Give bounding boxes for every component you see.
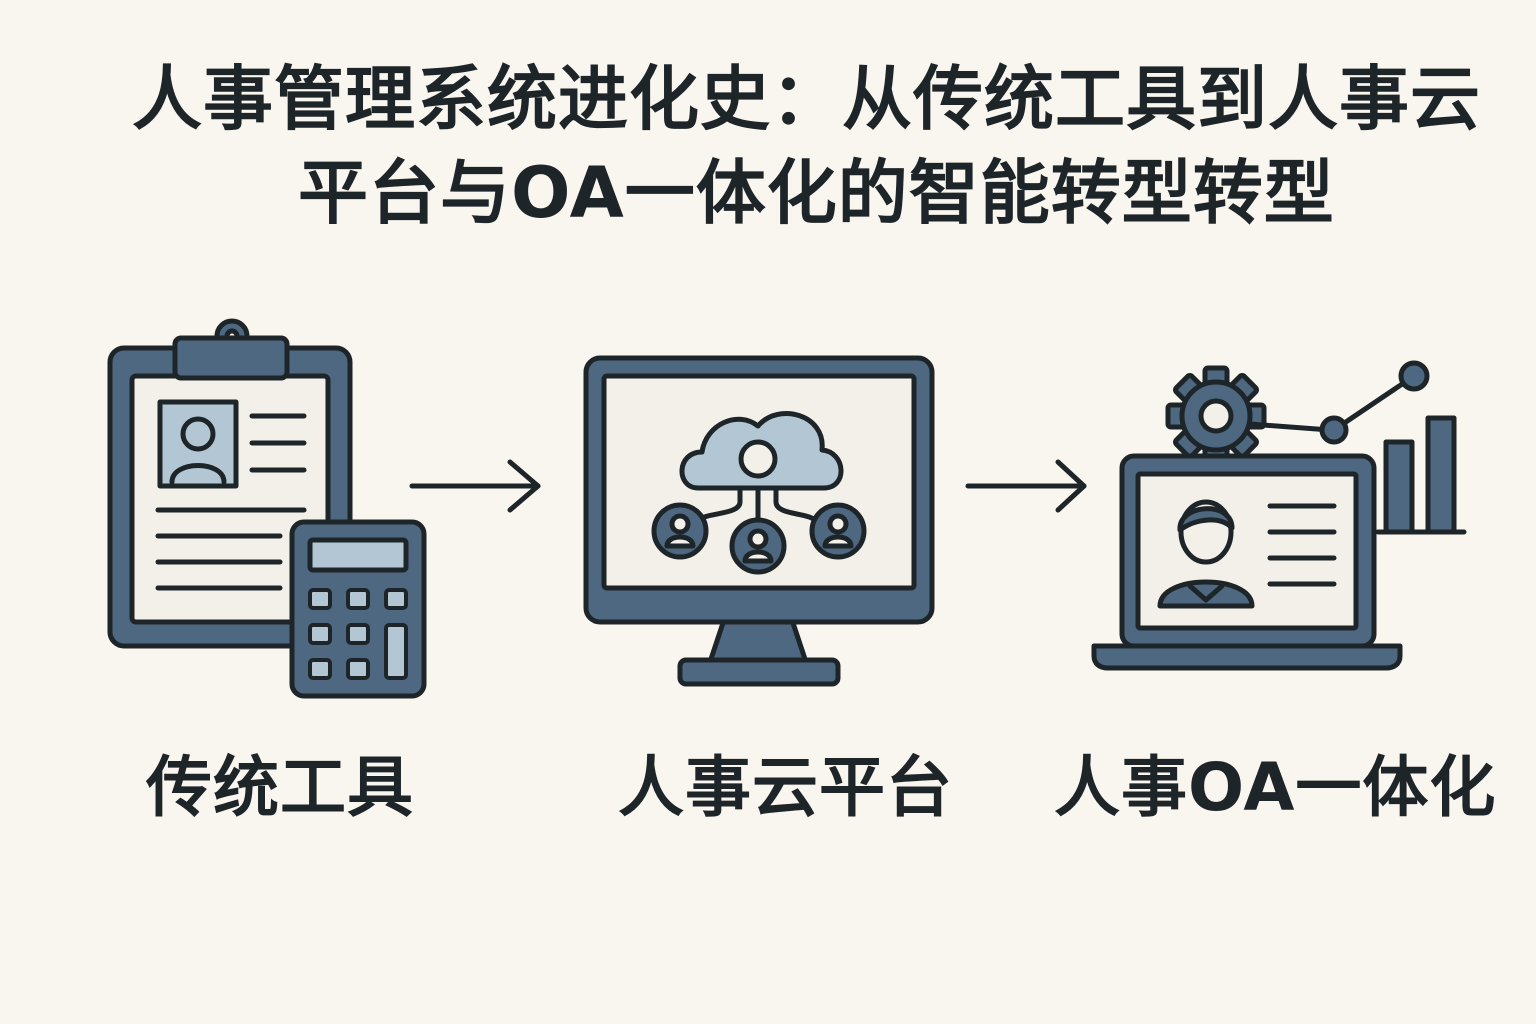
profile-body <box>169 463 227 485</box>
laptop-base <box>1091 643 1403 671</box>
arrow-right-icon <box>409 459 541 513</box>
gear-icon <box>1165 365 1267 467</box>
cloud-user-node <box>738 439 778 479</box>
laptop-gear-chart-icon <box>1091 360 1467 671</box>
profile-avatar <box>1157 499 1255 609</box>
bar-chart-icon <box>1375 415 1467 535</box>
calculator-keys <box>308 588 408 680</box>
clipboard-clip <box>172 335 290 381</box>
stage-label-hr-oa-integration: 人事OA一体化 <box>1054 749 1497 826</box>
user-node-center <box>729 517 787 575</box>
arrow-right-icon <box>965 459 1087 513</box>
stage-label-traditional-tools: 传统工具 <box>146 749 414 826</box>
monitor-base <box>677 657 841 687</box>
user-node-left <box>651 502 709 560</box>
clipboard-calculator-icon <box>107 318 427 699</box>
cloud-monitor-icon <box>583 355 935 687</box>
user-node-right <box>809 502 867 560</box>
title-line-2: 平台与OA一体化的智能转型转型 <box>298 152 1335 234</box>
clipboard-text-lines <box>155 413 307 591</box>
profile-text-lines <box>1267 503 1337 587</box>
profile-photo <box>157 399 239 489</box>
profile-head <box>180 416 216 452</box>
calculator-display <box>307 537 409 573</box>
stage-label-hr-cloud-platform: 人事云平台 <box>618 749 953 826</box>
monitor-neck <box>707 617 809 665</box>
trend-line-icon <box>1247 360 1430 445</box>
diagram-title: 人事管理系统进化史：从传统工具到人事云 平台与OA一体化的智能转型转型 <box>0 52 1536 240</box>
title-line-1: 人事管理系统进化史：从传统工具到人事云 <box>132 58 1481 140</box>
